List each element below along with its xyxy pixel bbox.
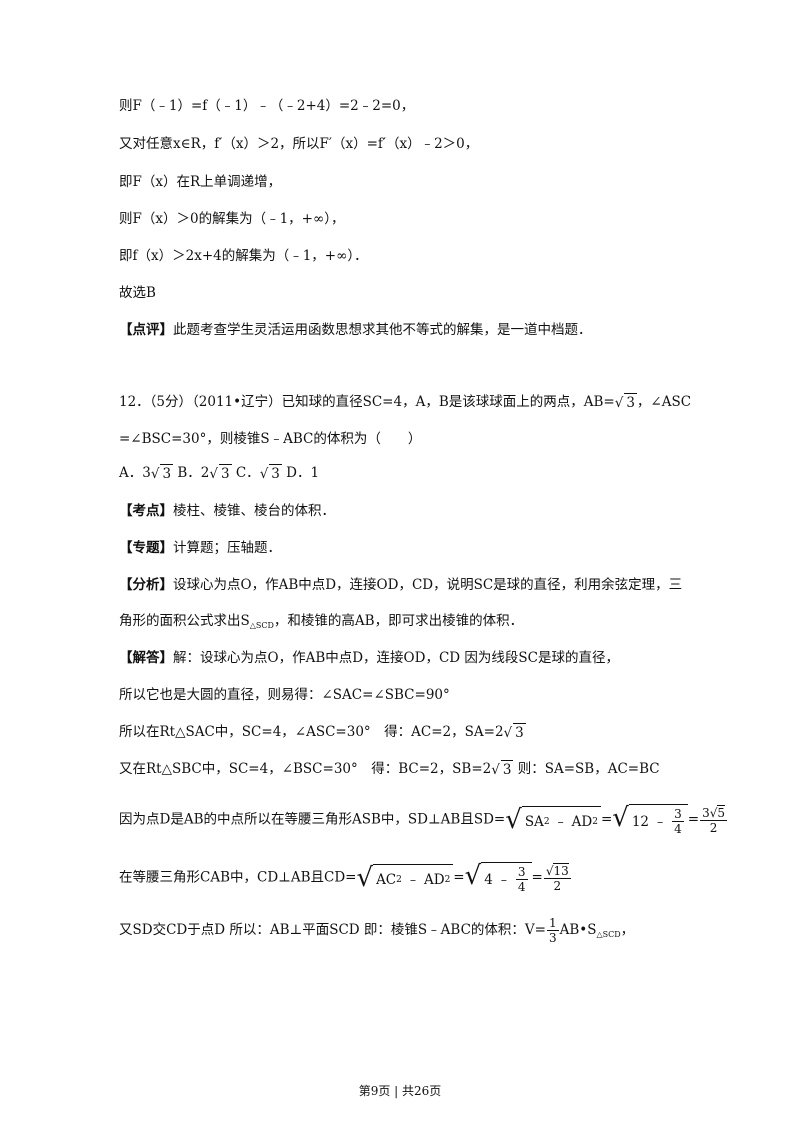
fenxi-text: 设球心为点O，作AB中点D，连接OD，CD，说明SC是球的直径，利用余弦定理，三: [173, 577, 683, 593]
zhuanti-text: 计算题；压轴题．: [173, 540, 281, 556]
jieda-text: 解：设球心为点O，作AB中点D，连接OD，CD 因为线段SC是球的直径，: [173, 650, 619, 666]
sqrt-3: √3: [503, 723, 526, 741]
text-line: 即F（x）在R上单调递增，: [119, 174, 282, 190]
kaodian-text: 棱柱、棱锥、棱台的体积．: [173, 503, 335, 519]
sqrt-3: √3: [614, 393, 637, 411]
text-line: 则F（﹣1）=f（﹣1）﹣（﹣2+4）=2﹣2=0，: [119, 98, 415, 114]
kaodian-tag: 【考点】: [119, 503, 173, 519]
comment-tag: 【点评】: [119, 322, 173, 338]
jieda-line: 【解答】解：设球心为点O，作AB中点D，连接OD，CD 因为线段SC是球的直径，: [119, 649, 619, 667]
zhuanti-line: 【专题】计算题；压轴题．: [119, 539, 281, 557]
question-12-line1: 12．（5分）（2011•辽宁）已知球的直径SC=4，A，B是该球球面上的两点，…: [119, 393, 691, 412]
page-footer: 第9页 | 共26页: [358, 1084, 442, 1098]
question-text: 12．（5分）（2011•辽宁）已知球的直径SC=4，A，B是该球球面上的两点，…: [119, 394, 615, 410]
jieda-tag: 【解答】: [119, 650, 173, 666]
comment-text: 此题考查学生灵活运用函数思想求其他不等式的解集，是一道中档题．: [173, 322, 592, 338]
option-d: D．1: [281, 465, 320, 481]
fenxi-line2: 角形的面积公式求出S△SCD，和棱锥的高AB，即可求出棱锥的体积．: [119, 613, 524, 630]
question-text: ，∠ASC: [636, 394, 692, 410]
solution-line: 又在Rt△SBC中，SC=4，∠BSC=30° 得：BC=2，SB=2√3 则：…: [119, 760, 660, 778]
sqrt-3: √3: [150, 464, 174, 482]
option-a: A．3: [119, 465, 151, 481]
question-12-line2: =∠BSC=30°，则棱锥S﹣ABC的体积为（ ）: [119, 431, 422, 447]
options-line: A．3√3 B．2√3 C．√3 D．1: [119, 464, 319, 483]
sqrt-3: √3: [209, 464, 232, 482]
option-b: B．2: [173, 465, 210, 481]
zhuanti-tag: 【专题】: [119, 540, 173, 556]
comment-line: 【点评】此题考查学生灵活运用函数思想求其他不等式的解集，是一道中档题．: [119, 321, 592, 339]
solution-line: 所以它也是大圆的直径，则易得：∠SAC=∠SBC=90°: [119, 687, 450, 703]
fenxi-tag: 【分析】: [119, 577, 173, 593]
text-line: 即f（x）＞2x+4的解集为（﹣1，+∞）．: [119, 248, 368, 264]
text-line: 故选B: [119, 285, 156, 301]
solution-line: 所以在Rt△SAC中，SC=4，∠ASC=30° 得：AC=2，SA=2√3: [119, 723, 526, 741]
text-line: 又对任意x∈R，f′（x）＞2，所以F′（x）=f′（x）﹣2＞0，: [119, 136, 479, 152]
kaodian-line: 【考点】棱柱、棱锥、棱台的体积．: [119, 502, 335, 520]
text-line: 则F（x）＞0的解集为（﹣1，+∞），: [119, 211, 345, 227]
fenxi-line: 【分析】设球心为点O，作AB中点D，连接OD，CD，说明SC是球的直径，利用余弦…: [119, 576, 682, 594]
sqrt-3: √3: [259, 464, 282, 482]
option-c: C．: [231, 465, 260, 481]
sqrt-3: √3: [491, 760, 514, 778]
